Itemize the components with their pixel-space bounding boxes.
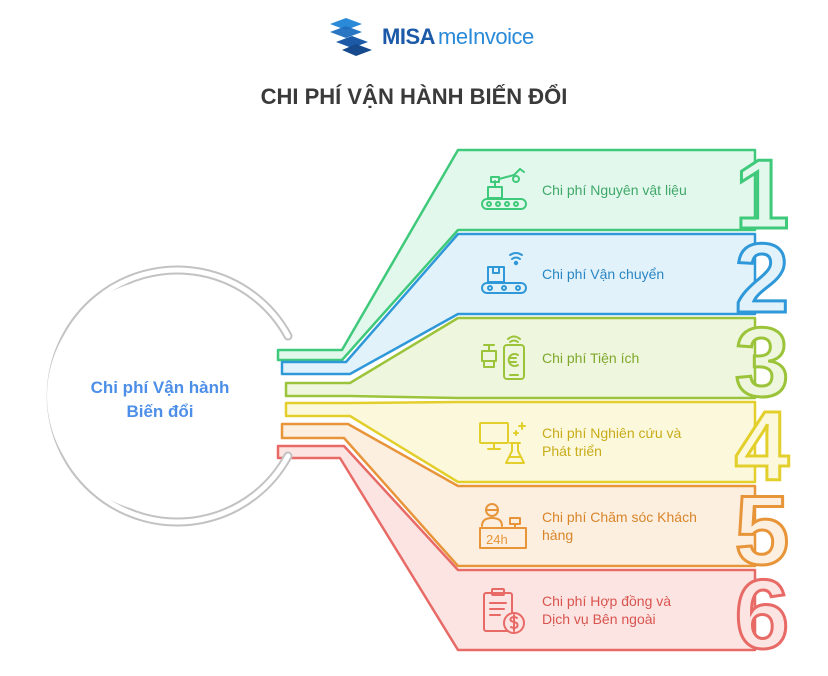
misa-logo-icon <box>330 18 372 56</box>
contract-dollar-icon <box>483 588 525 634</box>
ribbon-5 <box>280 422 757 568</box>
item-label-1: Chi phí Nguyên vật liệu <box>542 182 687 198</box>
number-5: 5 <box>735 475 790 585</box>
center-circle <box>46 265 293 527</box>
ribbon-4 <box>284 400 757 484</box>
computer-flask-icon <box>479 422 526 464</box>
item-label-5: Chi phí Chăm sóc Khách hàng <box>542 509 697 543</box>
number-2: 2 <box>735 223 790 333</box>
page-title: CHI PHÍ VẬN HÀNH BIẾN ĐỔI <box>260 84 568 109</box>
center-label: Chi phí Vận hành Biến đổi <box>60 376 260 424</box>
phone-euro-icon <box>481 335 525 380</box>
svg-text:24h: 24h <box>486 532 508 547</box>
brand-name-bold: MISA <box>382 24 436 49</box>
item-label-4: Chi phí Nghiên cứu và Phát triển <box>542 425 682 459</box>
item-label-6: Chi phí Hợp đồng và Dịch vụ Bên ngoài <box>542 593 672 627</box>
ribbon-1 <box>276 148 757 362</box>
ribbon-2 <box>280 232 757 376</box>
support-24h-icon: 24h <box>479 503 527 549</box>
item-label-3: Chi phí Tiện ích <box>542 350 640 366</box>
number-1: 1 <box>735 139 790 249</box>
conveyor-robot-icon <box>481 168 527 210</box>
center-label-line2: Biến đổi <box>126 402 194 421</box>
number-6: 6 <box>735 559 790 669</box>
number-4: 4 <box>735 391 790 501</box>
center-label-line1: Chi phí Vận hành <box>90 378 230 397</box>
brand-name-light: meInvoice <box>438 24 534 49</box>
ribbon-6 <box>276 444 757 652</box>
ribbon-3 <box>284 316 757 400</box>
number-3: 3 <box>735 307 790 417</box>
conveyor-box-wifi-icon <box>481 252 527 294</box>
item-label-2: Chi phí Vận chuyển <box>542 266 665 282</box>
